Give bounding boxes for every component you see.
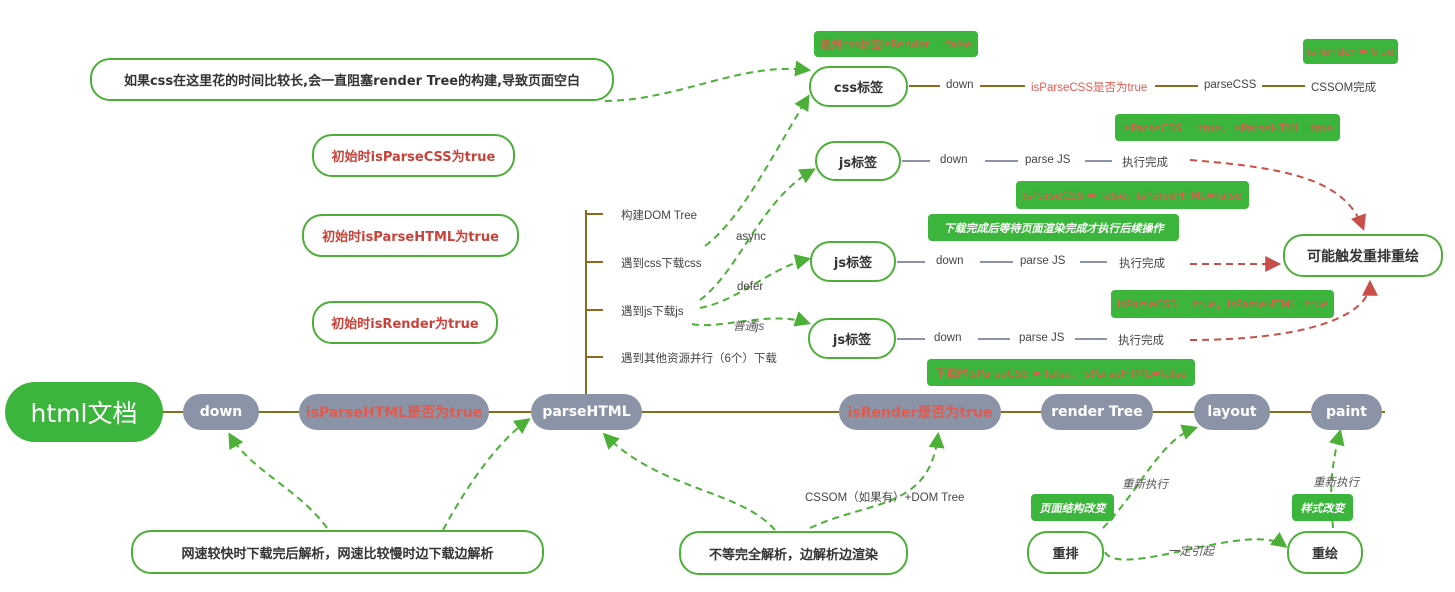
branch-css-download[interactable]: 遇到css下载css bbox=[621, 258, 702, 270]
edge-label-async: async bbox=[736, 231, 767, 243]
css-down: down bbox=[946, 79, 974, 91]
css-parse-css: parseCSS bbox=[1204, 79, 1257, 91]
js-normal-tag-above: isParseCSS = true，isParseHTML=true bbox=[1111, 290, 1334, 318]
branch-stubs bbox=[586, 213, 603, 358]
js-async-done: 执行完成 bbox=[1122, 157, 1168, 169]
js-async-node[interactable]: js标签 bbox=[815, 141, 901, 181]
repaint-node[interactable]: 重绘 bbox=[1287, 531, 1363, 574]
root-node[interactable]: html文档 bbox=[5, 382, 163, 442]
js-defer-down: down bbox=[936, 255, 964, 267]
js-async-parse: parse JS bbox=[1025, 154, 1071, 166]
layout-node[interactable]: layout bbox=[1194, 394, 1270, 430]
branch-other-download[interactable]: 遇到其他资源并行（6个）下载 bbox=[621, 353, 777, 365]
js-normal-node[interactable]: js标签 bbox=[808, 318, 896, 359]
network-to-down-arrow bbox=[228, 432, 328, 529]
js-normal-done: 执行完成 bbox=[1118, 335, 1164, 347]
init-html-note[interactable]: 初始时isParseHTML为true bbox=[302, 214, 519, 257]
causes-label: 一定引起 bbox=[1168, 546, 1214, 558]
partial-render-note[interactable]: 不等完全解析，边解析边渲染 bbox=[679, 531, 908, 575]
edge-label-normal: 普通js bbox=[733, 321, 765, 333]
branch-build-dom[interactable]: 构建DOM Tree bbox=[621, 210, 698, 222]
init-render-note[interactable]: 初始时isRender为true bbox=[312, 301, 498, 344]
network-note[interactable]: 网速较快时下载完后解析，网速比较慢时边下载边解析 bbox=[131, 530, 544, 574]
paint-node[interactable]: paint bbox=[1311, 394, 1382, 430]
js-normal-down: down bbox=[934, 332, 962, 344]
note-to-css-arrow bbox=[604, 60, 812, 102]
repaint-tag: 样式改变 bbox=[1292, 494, 1353, 521]
init-css-note[interactable]: 初始时isParseCSS为true bbox=[312, 134, 515, 177]
css-cssom-done: CSSOM完成 bbox=[1311, 82, 1377, 94]
branch-js-download[interactable]: 遇到js下载js bbox=[621, 306, 684, 318]
render-tree-node[interactable]: render Tree bbox=[1041, 394, 1153, 430]
parse-html-node[interactable]: parseHTML bbox=[531, 394, 642, 430]
down-node[interactable]: down bbox=[183, 394, 259, 430]
reexec-layout-label: 重新执行 bbox=[1122, 479, 1168, 491]
cssom-dom-label: CSSOM（如果有）+DOM Tree bbox=[805, 492, 965, 504]
is-parse-html-node[interactable]: isParseHTML是否为true bbox=[299, 394, 489, 430]
network-to-parsehtml-arrow bbox=[442, 418, 531, 531]
js-defer-parse: parse JS bbox=[1020, 255, 1066, 267]
possible-reflow-node[interactable]: 可能触发重排重绘 bbox=[1283, 234, 1443, 277]
js-normal-tag-below: 下载时isParseCSS = false，isParseHTML=false bbox=[927, 359, 1195, 386]
css-render-false-tag: 遇到css标签isRender = false bbox=[814, 31, 978, 57]
css-tag-node[interactable]: css标签 bbox=[809, 66, 908, 107]
css-render-true-tag: isRender = true bbox=[1303, 39, 1398, 64]
js-defer-node[interactable]: js标签 bbox=[810, 241, 896, 282]
reflow-tag: 页面结构改变 bbox=[1031, 494, 1114, 521]
partial-to-parsehtml-arrow bbox=[602, 432, 776, 531]
js-async-tag-below: isParseCSS = false，isParseHTML=false bbox=[1016, 181, 1249, 209]
js-defer-tag: 下载完成后等待页面渲染完成才执行后续操作 bbox=[928, 214, 1179, 241]
css-is-parse-css: isParseCSS是否为true bbox=[1031, 82, 1148, 94]
css-download-to-css-arrow bbox=[704, 94, 810, 247]
js-async-tag-above: isParseCSS = true，isParseHTML=true bbox=[1115, 114, 1340, 141]
reexec-paint-label: 重新执行 bbox=[1313, 477, 1359, 489]
reflow-node[interactable]: 重排 bbox=[1027, 531, 1104, 574]
js-normal-parse: parse JS bbox=[1019, 332, 1065, 344]
js-async-down: down bbox=[940, 154, 968, 166]
edge-label-defer: defer bbox=[737, 281, 764, 293]
partial-to-isrender-arrow bbox=[809, 431, 945, 529]
js-defer-done: 执行完成 bbox=[1119, 258, 1165, 270]
css-block-note[interactable]: 如果css在这里花的时间比较长,会一直阻塞render Tree的构建,导致页面… bbox=[90, 58, 614, 101]
is-render-node[interactable]: isRender是否为true bbox=[839, 394, 1001, 430]
